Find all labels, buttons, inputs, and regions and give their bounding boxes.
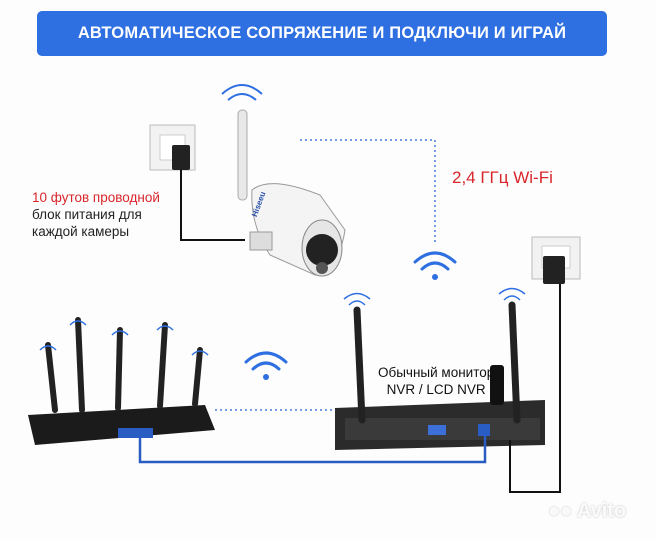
wifi-link-camera-line <box>300 139 436 245</box>
power-note-line1: 10 футов проводной <box>32 190 160 205</box>
nvr-power-cable <box>509 284 561 493</box>
watermark-text: Avito <box>576 500 627 522</box>
power-outlet-nvr <box>531 236 581 284</box>
watermark-logo: ●● Avito <box>548 500 627 522</box>
nvr-label: Обычный монитор NVR / LCD NVR <box>378 364 494 398</box>
wifi-camera <box>237 109 346 277</box>
nvr-recorder <box>335 287 545 450</box>
wifi-band-label: 2,4 ГГц Wi-Fi <box>452 168 553 187</box>
nvr-label-line1: Обычный монитор <box>378 365 495 380</box>
router <box>28 317 215 445</box>
camera-power-cable <box>180 170 245 241</box>
wifi-icon <box>413 251 457 280</box>
power-note-line3: каждой камеры <box>32 224 130 239</box>
nvr-label-line2: NVR / LCD NVR <box>386 382 486 397</box>
power-note: 10 футов проводной блок питания для кажд… <box>32 189 160 240</box>
header-banner: АВТОМАТИЧЕСКОЕ СОПРЯЖЕНИЕ И ПОДКЛЮЧИ И И… <box>37 11 607 56</box>
wifi-icon <box>244 351 288 380</box>
ethernet-cable <box>138 436 487 464</box>
power-note-line2: блок питания для <box>32 207 142 222</box>
power-outlet-camera <box>149 124 196 171</box>
camera-antenna-signal-icon <box>221 84 263 101</box>
